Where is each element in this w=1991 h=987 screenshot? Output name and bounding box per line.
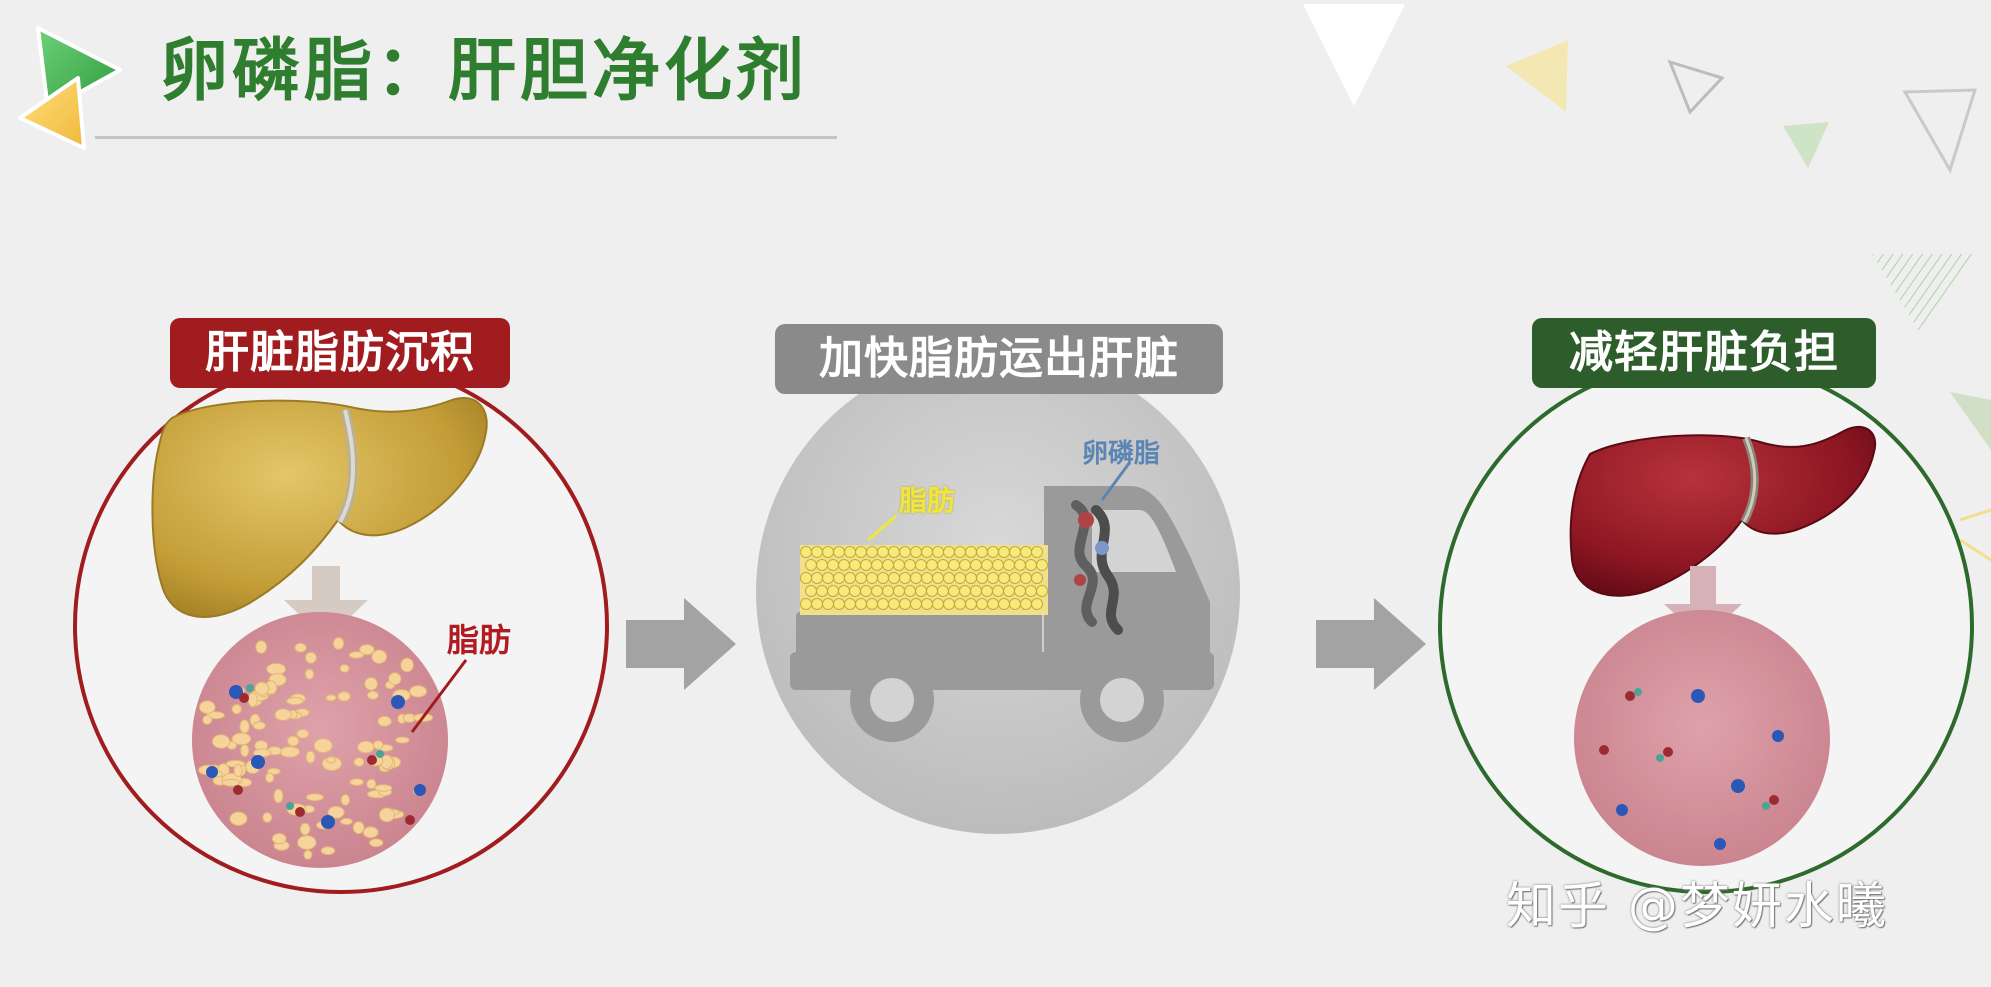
lipid-pointer-line	[867, 514, 897, 542]
badge-fatty-deposit: 肝脏脂肪沉积	[170, 318, 510, 388]
healthy-tissue-icon	[1574, 610, 1830, 866]
right-arrow-2	[1316, 598, 1426, 690]
fat-pointer-line	[410, 659, 468, 733]
panel-healthy-liver	[1438, 358, 1974, 894]
fat-label: 脂肪	[447, 621, 512, 659]
watermark: 知乎 @梦妍水曦	[1506, 877, 1888, 935]
down-arrow-left	[284, 566, 368, 640]
fatty-liver-icon	[151, 397, 488, 618]
fatty-tissue-icon	[192, 612, 448, 868]
lecithin-label: 卵磷脂	[1082, 439, 1161, 469]
lecithin-pointer-line	[1100, 461, 1132, 501]
badge-transport: 加快脂肪运出肝脏	[775, 324, 1223, 394]
right-arrow-1	[626, 598, 736, 690]
badge-reduce-burden: 减轻肝脏负担	[1532, 318, 1876, 388]
lipid-label: 脂肪	[899, 484, 956, 517]
page-title: 卵磷脂：肝胆净化剂	[160, 32, 809, 111]
panel-transport	[756, 350, 1240, 834]
panel-fatty-liver	[73, 358, 609, 894]
decorative-triangles	[1303, 4, 1991, 562]
lecithin-molecule-icon	[1071, 500, 1123, 635]
logo-play-icon	[18, 26, 122, 150]
healthy-liver-icon	[1569, 425, 1877, 597]
title-underline	[95, 136, 837, 139]
fat-cargo-icon	[800, 545, 1048, 615]
